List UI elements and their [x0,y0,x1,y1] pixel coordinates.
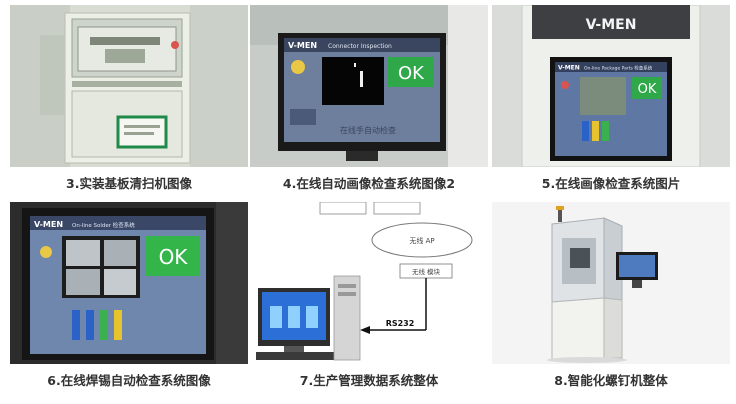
caption-auto-inspection-2: 4.在线自动画像检查系统图像2 [282,176,456,191]
cloud-label: 无线 AP [409,236,434,245]
inspection-cabinet-illustration: V-MEN V-MEN On-line Package Parts 检查系统 O… [492,5,730,167]
solder-monitor-illustration: V-MEN On-line Solder 检查系统 OK [10,202,248,364]
photo-production-data[interactable]: 无线 AP 无线 模块 RS232 [250,202,488,364]
screen-brand: V-MEN [34,220,63,229]
photo-screw-machine[interactable] [492,202,730,364]
link-label: RS232 [386,319,415,328]
screen-brand: V-MEN [558,65,580,72]
photo-auto-inspection-2[interactable]: V-MEN Connector Inspection OK 在线手自动检查 [250,5,488,167]
screen-window-title: On-line Solder 检查系统 [72,221,135,229]
board-cleaner-machine-illustration [10,5,248,167]
caption-screw-machine: 8.智能化螺钉机整体 [554,373,668,388]
photo-inspection-picture[interactable]: V-MEN V-MEN On-line Package Parts 检查系统 O… [492,5,730,167]
ok-indicator: OK [398,63,425,84]
ok-indicator: OK [638,82,657,97]
caption-solder-inspection: 6.在线焊锡自动检查系统图像 [47,373,211,388]
machine-logo: V-MEN [586,17,637,33]
gallery-card-inspection-picture[interactable]: V-MEN V-MEN On-line Package Parts 检查系统 O… [492,5,730,202]
screen-window-title: On-line Package Parts 检查系统 [584,65,653,72]
gallery-card-auto-inspection-2[interactable]: V-MEN Connector Inspection OK 在线手自动检查 4.… [250,5,488,202]
inspection-monitor-illustration: V-MEN Connector Inspection OK 在线手自动检查 [250,5,488,167]
gallery-card-production-data[interactable]: 无线 AP 无线 模块 RS232 7.生产管理数据系统整体 [250,202,488,399]
ok-indicator: OK [159,245,189,269]
caption-inspection-picture: 5.在线画像检查系统图片 [541,176,681,191]
screw-machine-illustration [492,202,730,364]
caption-board-cleaner: 3.实装基板清扫机图像 [66,176,192,191]
gallery-card-solder-inspection[interactable]: V-MEN On-line Solder 检查系统 OK 6.在线焊锡自动检查系… [10,202,248,399]
photo-board-cleaner[interactable] [10,5,248,167]
module-label: 无线 模块 [412,267,441,276]
screen-brand: V-MEN [288,41,317,50]
photo-solder-inspection[interactable]: V-MEN On-line Solder 检查系统 OK [10,202,248,364]
screen-watermark: 在线手自动检查 [340,125,396,135]
gallery-card-screw-machine[interactable]: 8.智能化螺钉机整体 [492,202,730,399]
screen-window-title: Connector Inspection [328,43,392,50]
caption-production-data: 7.生产管理数据系统整体 [299,373,439,388]
gallery-card-board-cleaner[interactable]: 3.实装基板清扫机图像 [10,5,248,202]
production-data-diagram: 无线 AP 无线 模块 RS232 [250,202,488,364]
